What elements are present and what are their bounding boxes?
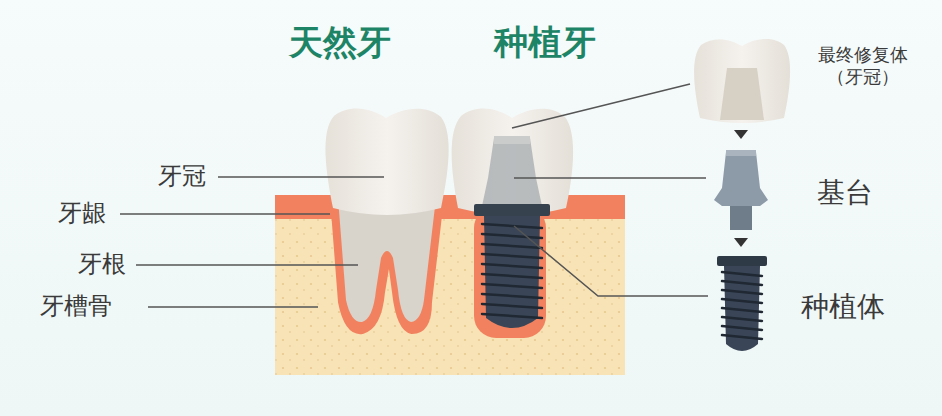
arrow-down [734,238,748,247]
arrow-down [734,130,748,139]
exploded-abutment [714,152,768,206]
leader-line [148,306,318,308]
implant-body [484,216,540,328]
thread-stroke [482,264,542,268]
leader-line [120,213,330,215]
thread-stroke [482,244,542,248]
thread-stroke [722,299,762,303]
thread-stroke [482,274,542,278]
tooth-root [338,198,436,322]
abutment-top [726,150,756,156]
thread-stroke [482,294,542,298]
natural-crown [326,109,449,215]
abutment-inside [482,138,542,206]
leader-line [514,177,706,179]
thread-stroke [722,272,762,276]
leader-line [512,84,690,128]
section-title: 种植牙 [494,22,596,63]
part-label: 牙根 [78,250,126,279]
leader-line [136,264,358,266]
thread-stroke [482,254,542,258]
abutment-top [494,136,530,144]
thread-stroke [722,335,762,339]
part-label: 牙龈 [58,199,106,228]
leader-lines [120,84,708,307]
thread-stroke [482,284,542,288]
part-label: 牙槽骨 [40,292,112,321]
part-label: 最终修复体 （牙冠） [813,44,913,87]
thread-stroke [722,326,762,330]
implant-socket [474,206,546,338]
part-label: 牙冠 [158,162,206,191]
implant-threads [482,224,542,318]
part-label: 基台 [817,176,873,210]
gum-band [275,195,625,219]
tooth-socket [334,198,440,330]
abutment-post [730,206,752,230]
implant-threads [722,272,762,339]
thread-stroke [722,290,762,294]
implant-collar [474,204,550,216]
implant-crown [452,109,573,215]
section-title: 天然牙 [289,22,391,63]
thread-stroke [482,304,542,308]
thread-stroke [722,317,762,321]
thread-stroke [722,281,762,285]
alveolar-bone [275,195,625,375]
crown-cavity [720,68,764,120]
part-label: 种植体 [801,290,885,324]
thread-stroke [722,308,762,312]
thread-stroke [482,314,542,318]
exploded-crown [694,39,790,123]
exploded-implant-collar [717,256,767,266]
leader-line [218,176,384,178]
leader-line [514,226,708,296]
thread-stroke [482,224,542,228]
thread-stroke [482,234,542,238]
